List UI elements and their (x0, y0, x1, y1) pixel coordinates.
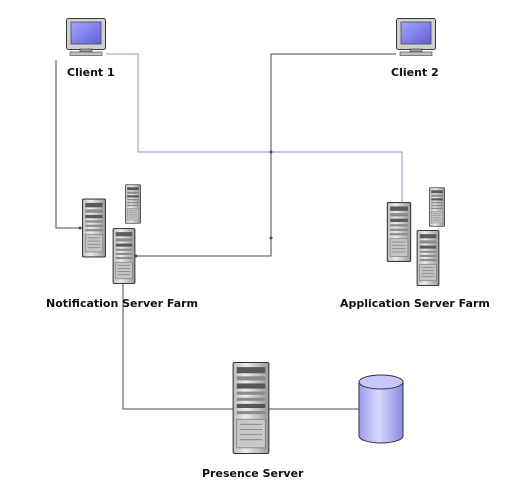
presence-server-node (232, 362, 270, 454)
server-tower-icon (112, 228, 136, 284)
server-tower-icon (232, 362, 270, 454)
client1-to-application-farm-line (106, 53, 403, 206)
application-farm-label: Application Server Farm (340, 297, 490, 310)
client2-node (396, 18, 436, 56)
server-tower-icon (429, 187, 445, 227)
presence-server-label: Presence Server (202, 467, 304, 480)
junction-dots (78, 150, 273, 258)
application-farm-node (386, 187, 445, 286)
database-node (358, 374, 404, 444)
server-tower-icon (82, 198, 106, 258)
desktop-computer-icon (396, 18, 436, 56)
client2-label: Client 2 (391, 66, 439, 79)
database-cylinder-icon (358, 374, 404, 444)
junction-dot (269, 236, 273, 240)
blue-connections (106, 53, 403, 206)
server-tower-icon (125, 184, 141, 224)
notification-farm-to-presence-line (122, 283, 233, 410)
junction-dot (269, 150, 273, 154)
server-tower-icon (386, 202, 412, 262)
dark-connections (55, 53, 396, 410)
notification-farm-label: Notification Server Farm (46, 297, 199, 310)
desktop-computer-icon (66, 18, 106, 56)
client1-label: Client 1 (67, 66, 115, 79)
client1-node (66, 18, 106, 56)
arrow-dot (78, 226, 82, 230)
server-tower-icon (416, 230, 440, 286)
notification-farm-node (82, 184, 141, 284)
client2-to-notification-farm-line (134, 53, 396, 257)
client1-to-notification-farm-line (55, 60, 82, 229)
